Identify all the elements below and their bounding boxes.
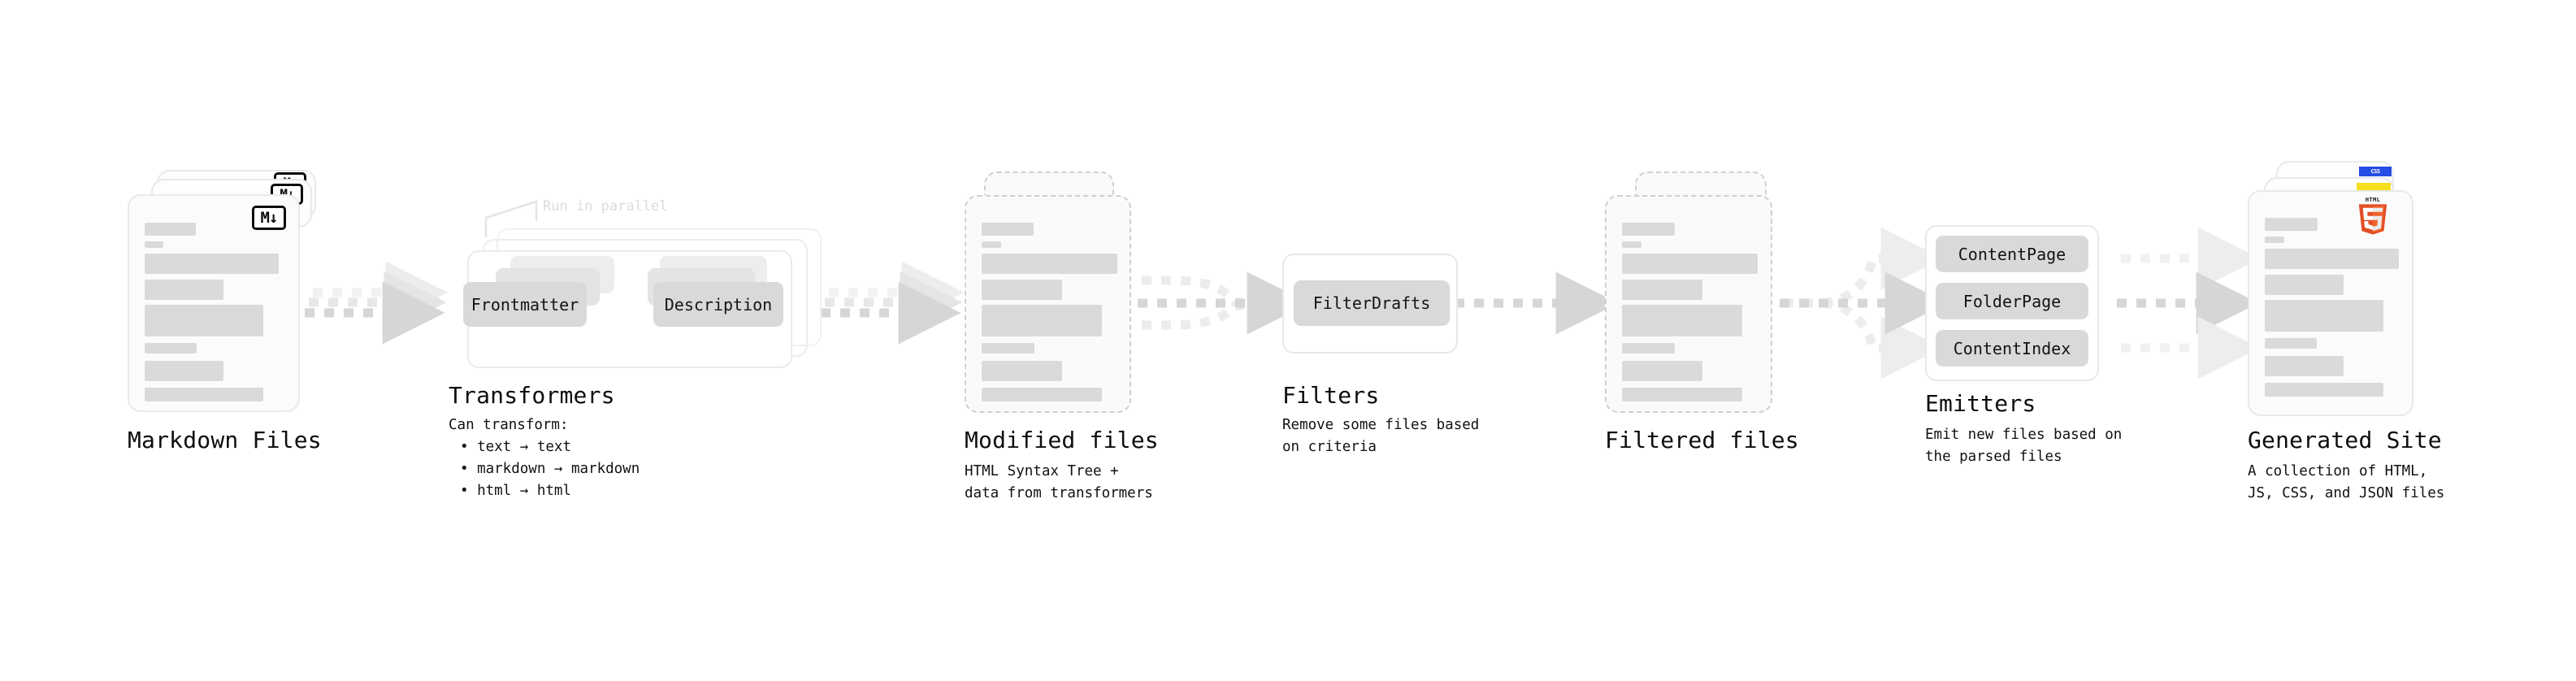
skeleton-line — [1622, 305, 1742, 336]
skeleton-line — [145, 241, 163, 248]
filter-pill-filterdrafts[interactable]: FilterDrafts — [1294, 280, 1450, 326]
transformers-description-line-0: Can transform: — [449, 417, 569, 433]
skeleton-line — [2265, 275, 2344, 295]
filters-description-line-1: on criteria — [1282, 439, 1377, 455]
skeleton-line — [982, 280, 1062, 300]
skeleton-line — [2265, 338, 2317, 349]
modified-files-description-line-1: data from transformers — [965, 485, 1153, 501]
modified-files-heading: Modified files — [965, 427, 1159, 453]
skeleton-line — [145, 343, 197, 354]
transformers-description-line-1: • text → text — [460, 439, 571, 455]
skeleton-line — [982, 343, 1034, 354]
skeleton-line — [145, 305, 263, 336]
generated-site-description-line-0: A collection of HTML, — [2248, 463, 2428, 479]
markdown-icon: M↓ — [252, 206, 286, 230]
skeleton-line — [1622, 280, 1702, 300]
skeleton-line — [2265, 218, 2318, 231]
skeleton-line — [1622, 254, 1758, 274]
skeleton-line — [1622, 388, 1742, 401]
skeleton-line — [982, 388, 1102, 401]
emitters-description-line-0: Emit new files based on — [1925, 427, 2123, 443]
skeleton-line — [145, 254, 279, 274]
filters-heading: Filters — [1282, 382, 1380, 409]
modified-files-description-line-0: HTML Syntax Tree + — [965, 463, 1119, 479]
skeleton-line — [982, 254, 1117, 274]
html5-icon: HTML — [2358, 196, 2387, 235]
skeleton-line — [145, 361, 223, 381]
skeleton-line — [1622, 343, 1675, 354]
transformers-description-line-2: • markdown → markdown — [460, 461, 640, 477]
skeleton-line — [1622, 241, 1641, 248]
skeleton-line — [145, 223, 196, 236]
generated-site-description-line-1: JS, CSS, and JSON files — [2248, 485, 2445, 501]
transformer-pill-frontmatter[interactable]: Frontmatter — [463, 282, 587, 327]
skeleton-line — [2265, 249, 2399, 269]
connector-emitters-to-site — [2117, 227, 2261, 380]
skeleton-line — [145, 388, 263, 401]
skeleton-line — [982, 223, 1034, 236]
css-icon: CSS — [2359, 167, 2392, 176]
emitters-heading: Emitters — [1925, 390, 2036, 417]
skeleton-line — [2265, 300, 2383, 332]
filters-description-line-0: Remove some files based — [1282, 417, 1480, 433]
emitter-pill-contentindex[interactable]: ContentIndex — [1936, 330, 2088, 367]
skeleton-line — [982, 305, 1102, 336]
connector-filtered-to-emitters — [1780, 227, 1948, 380]
skeleton-line — [2265, 356, 2344, 376]
generated-site-heading: Generated Site — [2248, 427, 2442, 453]
emitter-pill-folderpage[interactable]: FolderPage — [1936, 283, 2088, 319]
emitters-description-line-1: the parsed files — [1925, 449, 2062, 465]
skeleton-line — [982, 361, 1062, 381]
skeleton-line — [145, 280, 223, 300]
skeleton-line — [1622, 223, 1675, 236]
connector-transformers-to-modified — [821, 261, 965, 345]
connector-markdown-to-transformers — [305, 261, 449, 345]
connector-modified-to-filters — [1138, 271, 1310, 335]
skeleton-line — [2265, 383, 2383, 397]
transformers-heading: Transformers — [449, 382, 615, 409]
svg-text:HTML: HTML — [2366, 196, 2381, 203]
skeleton-line — [2265, 236, 2284, 243]
filtered-files-heading: Filtered files — [1605, 427, 1799, 453]
run-in-parallel-note: Run in parallel — [543, 198, 668, 215]
transformer-pill-description[interactable]: Description — [653, 282, 783, 327]
skeleton-line — [982, 241, 1001, 248]
skeleton-line — [1622, 361, 1702, 381]
transformers-description-line-3: • html → html — [460, 483, 571, 499]
markdown-files-heading: Markdown Files — [128, 427, 322, 453]
emitter-pill-contentpage[interactable]: ContentPage — [1936, 236, 2088, 272]
